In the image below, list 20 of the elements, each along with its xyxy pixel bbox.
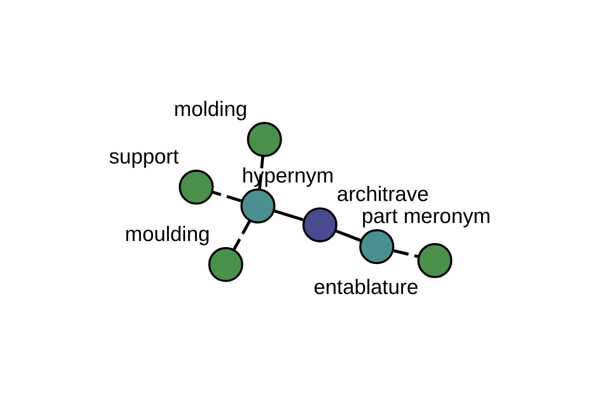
node-label: part meronym	[362, 205, 491, 228]
connector	[274, 210, 304, 222]
node-circle	[246, 122, 282, 157]
node-label: hypernym	[242, 164, 334, 188]
node-label: moulding	[124, 222, 210, 246]
node-circle	[178, 170, 214, 205]
node-circle	[359, 229, 394, 264]
node-label: support	[108, 146, 179, 169]
connector	[232, 220, 252, 251]
node-label: molding	[174, 98, 248, 121]
node-circle	[240, 188, 276, 224]
node-label: architrave	[336, 183, 429, 206]
node-circle	[417, 243, 452, 278]
connector	[212, 190, 242, 202]
node-circle	[208, 247, 244, 282]
connector	[258, 156, 264, 190]
connector	[334, 229, 362, 242]
node-label: entablature	[314, 276, 418, 299]
node-circle	[302, 207, 338, 242]
connector	[394, 249, 419, 258]
